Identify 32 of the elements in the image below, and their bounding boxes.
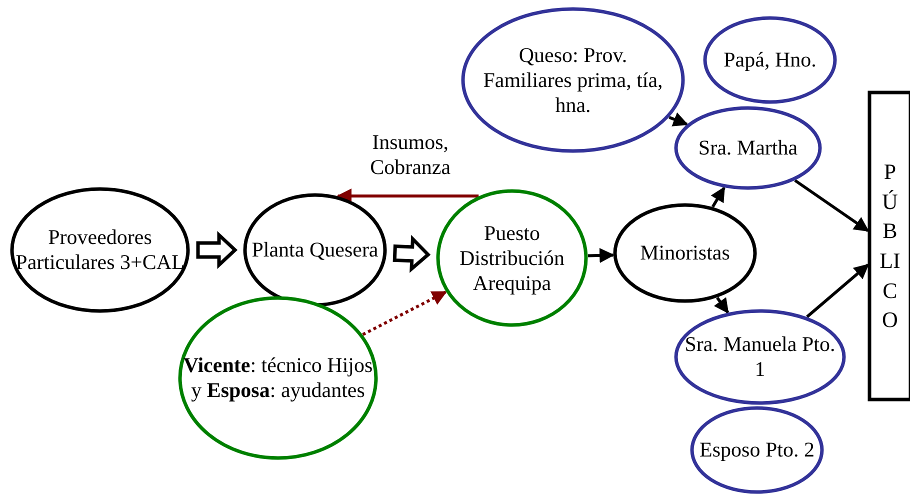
node-label: PÚBLICO — [879, 158, 901, 334]
box-node — [868, 91, 910, 401]
node-label: Proveedores Particulares 3+CAL — [15, 225, 185, 275]
node-label: Sra. Manuela Pto. 1 — [684, 332, 836, 382]
ellipse-node — [613, 203, 757, 303]
node-label: Esposo Pto. 2 — [698, 438, 816, 462]
arrow — [710, 186, 726, 208]
node-label: Minoristas — [639, 240, 731, 266]
hollow-arrow — [392, 234, 431, 273]
node-label: Papá, Hno. — [722, 48, 818, 72]
ellipse-node — [461, 7, 685, 153]
hollow-arrow — [196, 230, 238, 270]
ellipse-node — [674, 106, 822, 190]
node-label: Puesto Distribución Arequipa — [458, 220, 566, 296]
arrow — [806, 264, 870, 318]
ellipse-node — [674, 309, 846, 405]
ellipse-node — [178, 296, 378, 460]
node-label: Planta Quesera — [250, 238, 380, 262]
dotted-arrow — [362, 290, 448, 336]
node-label: Vicente: técnico Hijos y Esposa: ayudantes — [182, 353, 374, 403]
arrow — [794, 179, 870, 232]
node-label: Queso: Prov. Familiares prima, tía, hna. — [482, 42, 664, 118]
ellipse-node — [703, 16, 837, 104]
arrow — [336, 188, 479, 204]
ellipse-node — [436, 189, 588, 327]
ellipse-node — [10, 187, 190, 313]
arrow — [714, 296, 730, 314]
arrow — [588, 248, 615, 263]
node-label: Sra. Martha — [697, 136, 799, 160]
arrow — [668, 112, 688, 126]
ellipse-node — [243, 193, 387, 307]
ellipse-node — [690, 406, 824, 494]
